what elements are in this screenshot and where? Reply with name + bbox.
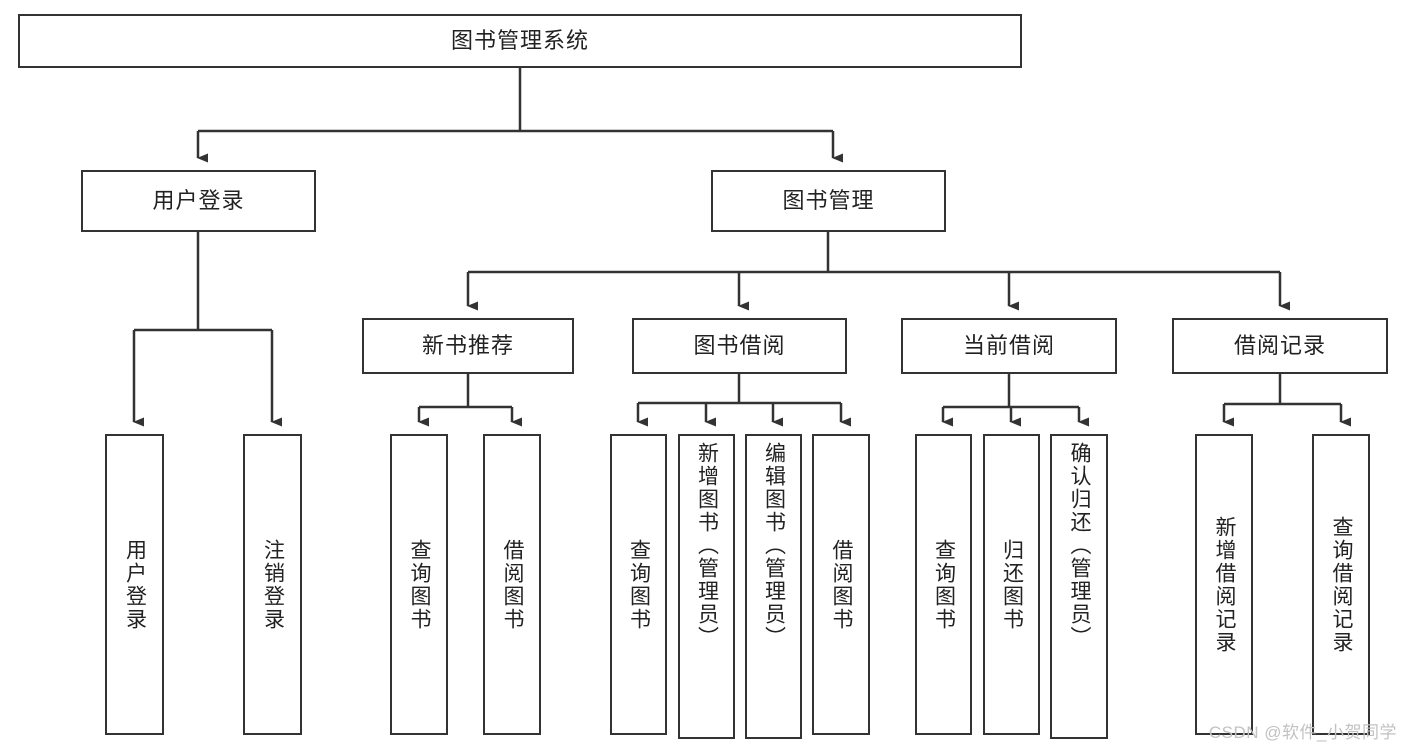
node-root-label: 图书管理系统: [450, 28, 589, 54]
node-leaf-add-record[interactable]: 新增借阅记录: [1195, 434, 1253, 735]
node-leaf-borrow-book[interactable]: 借阅图书: [812, 434, 870, 735]
node-leaf-query-book-borrow[interactable]: 查询图书: [610, 434, 667, 735]
node-leaf-query-book-borrow-label: 查询图书: [627, 538, 651, 631]
node-leaf-edit-book[interactable]: 编辑图书（管理员）: [745, 434, 802, 739]
node-leaf-return-book-label: 归还图书: [1000, 538, 1024, 631]
node-leaf-return-book[interactable]: 归还图书: [983, 434, 1040, 735]
node-user-login[interactable]: 用户登录: [81, 170, 316, 232]
node-current-borrow-label: 当前借阅: [962, 333, 1055, 359]
node-book-borrow-label: 图书借阅: [693, 333, 786, 359]
csdn-watermark: CSDN @软件_小贺同学: [1208, 723, 1397, 742]
node-leaf-add-book[interactable]: 新增图书（管理员）: [678, 434, 735, 739]
node-leaf-borrow-book-rec[interactable]: 借阅图书: [483, 434, 541, 735]
node-leaf-borrow-book-label: 借阅图书: [830, 538, 854, 631]
node-leaf-confirm-return-label: 确认归还（管理员）: [1068, 442, 1092, 649]
node-book-borrow[interactable]: 图书借阅: [632, 318, 847, 374]
node-leaf-query-book-cur-label: 查询图书: [932, 538, 956, 631]
node-leaf-add-record-label: 新增借阅记录: [1213, 515, 1237, 654]
node-leaf-confirm-return[interactable]: 确认归还（管理员）: [1050, 434, 1108, 739]
node-leaf-add-book-label: 新增图书（管理员）: [695, 442, 719, 649]
node-leaf-edit-book-label: 编辑图书（管理员）: [762, 442, 786, 649]
node-book-manage[interactable]: 图书管理: [711, 170, 946, 232]
node-user-login-label: 用户登录: [152, 188, 245, 214]
node-borrow-record[interactable]: 借阅记录: [1172, 318, 1388, 374]
node-current-borrow[interactable]: 当前借阅: [901, 318, 1117, 374]
node-leaf-query-book-rec[interactable]: 查询图书: [390, 434, 448, 735]
node-new-book-rec[interactable]: 新书推荐: [362, 318, 574, 374]
node-new-book-rec-label: 新书推荐: [421, 333, 514, 359]
node-leaf-query-book-rec-label: 查询图书: [408, 538, 432, 631]
node-leaf-user-login-label: 用户登录: [123, 538, 147, 631]
node-leaf-query-book-cur[interactable]: 查询图书: [915, 434, 972, 735]
node-leaf-borrow-book-rec-label: 借阅图书: [501, 538, 525, 631]
node-root[interactable]: 图书管理系统: [18, 14, 1022, 68]
node-leaf-query-record[interactable]: 查询借阅记录: [1312, 434, 1370, 735]
node-leaf-user-logout-label: 注销登录: [261, 538, 285, 631]
node-borrow-record-label: 借阅记录: [1233, 333, 1326, 359]
node-leaf-query-record-label: 查询借阅记录: [1330, 515, 1354, 654]
node-leaf-user-logout[interactable]: 注销登录: [243, 434, 302, 735]
node-leaf-user-login[interactable]: 用户登录: [105, 434, 164, 735]
node-book-manage-label: 图书管理: [782, 188, 875, 214]
